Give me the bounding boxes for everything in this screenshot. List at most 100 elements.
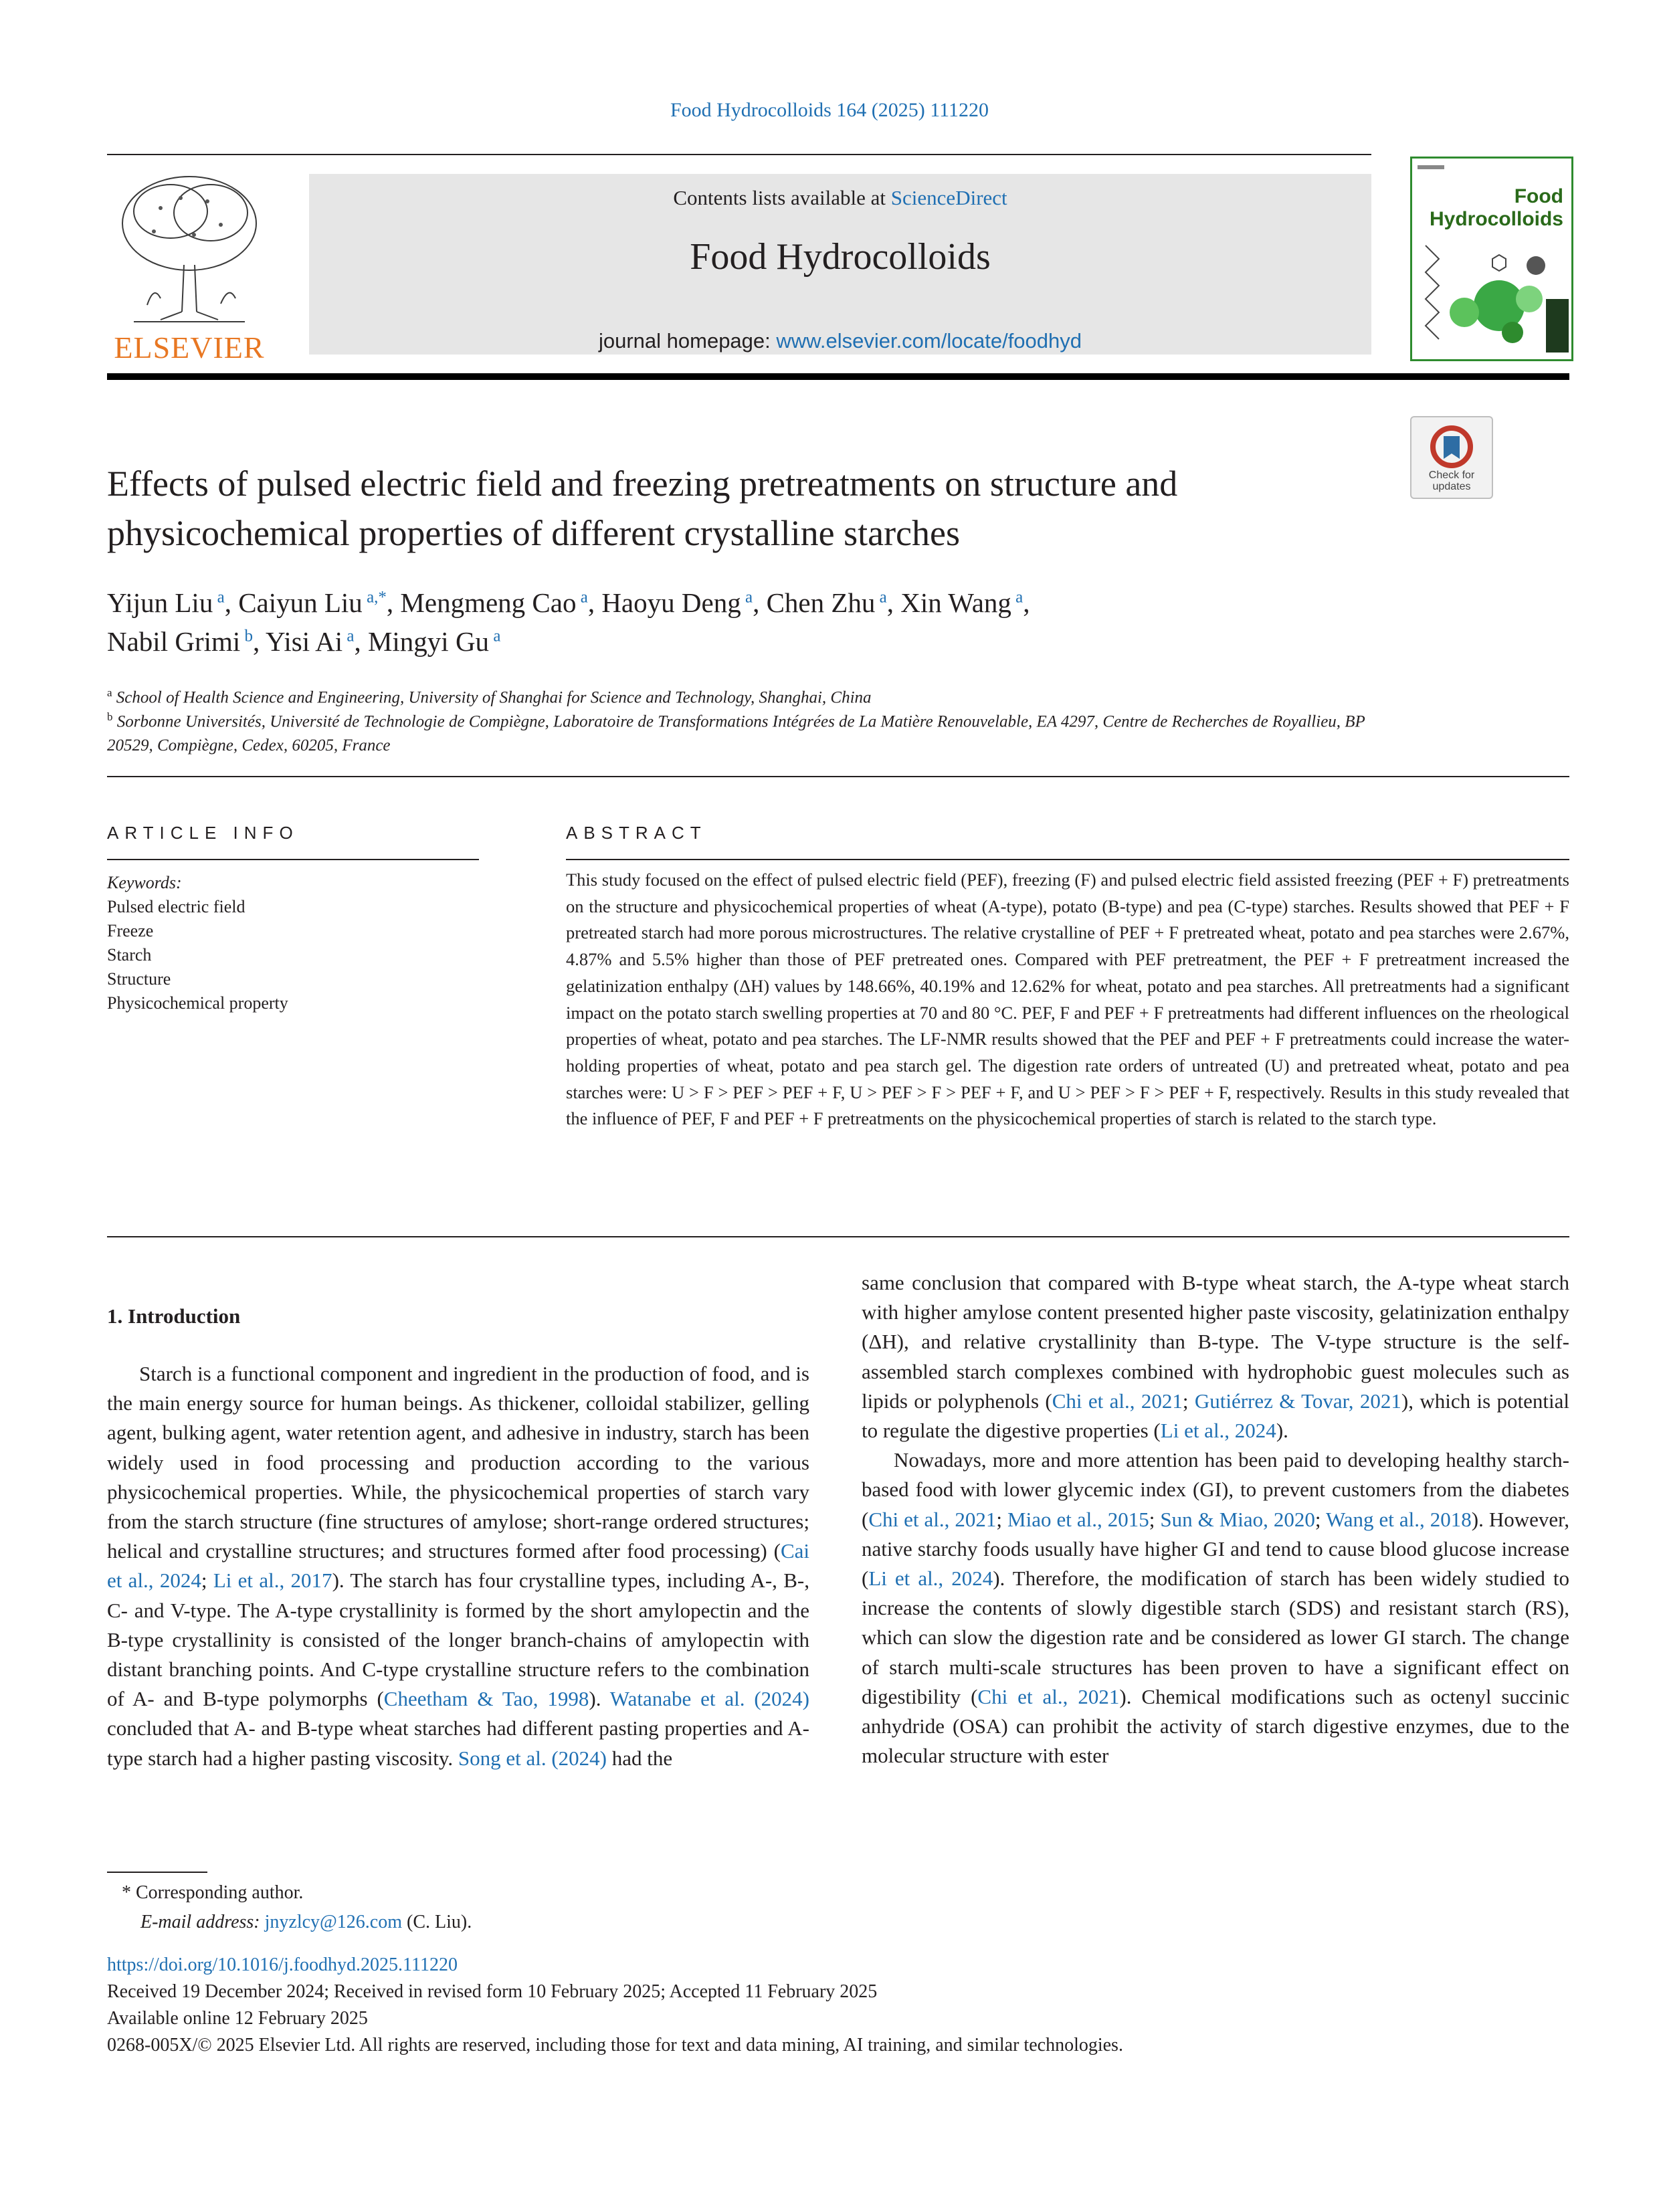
keywords-label: Keywords:	[107, 873, 182, 892]
paragraph-text: ). However, native starchy foods usually…	[862, 1507, 1569, 1591]
paragraph-text: had the	[607, 1746, 673, 1770]
citation-link[interactable]: Li et al., 2024	[1160, 1419, 1276, 1443]
citation-link[interactable]: Song et al. (2024)	[458, 1746, 607, 1770]
author-name[interactable]: Xin Wang	[900, 587, 1011, 618]
elsevier-tree-icon	[122, 176, 257, 322]
paragraph-text: ). The starch has four crystalline types…	[107, 1569, 809, 1711]
footnote-divider	[107, 1872, 207, 1873]
author-name[interactable]: Caiyun Liu	[238, 587, 363, 618]
article-info-divider	[107, 859, 479, 860]
check-updates-line2: updates	[1432, 481, 1471, 492]
email-link[interactable]: jnyzlcy@126.com	[264, 1912, 403, 1932]
abstract-heading: ABSTRACT	[566, 823, 707, 843]
citation-link[interactable]: Chi et al., 2021	[977, 1684, 1120, 1708]
affiliation-mark: a	[107, 686, 112, 699]
author-affiliation-mark[interactable]: a	[879, 588, 887, 607]
author-list: Yijun Liu a, Caiyun Liu a,*, Mengmeng Ca…	[107, 587, 1030, 657]
body-divider	[107, 1236, 1569, 1237]
email-label: E-mail address:	[140, 1912, 260, 1932]
citation-link[interactable]: Sun & Miao, 2020	[1160, 1507, 1315, 1531]
paragraph-text: ;	[201, 1569, 213, 1593]
paragraph-text: Starch is a functional component and ing…	[107, 1362, 809, 1563]
journal-homepage-link[interactable]: www.elsevier.com/locate/foodhyd	[776, 329, 1082, 353]
top-divider	[107, 154, 1371, 155]
author-name[interactable]: Yijun Liu	[107, 587, 213, 618]
author-affiliation-mark[interactable]: a	[217, 588, 225, 607]
keyword-item: Starch	[107, 945, 152, 965]
received-dates: Received 19 December 2024; Received in r…	[107, 1981, 878, 2002]
body-column-left: Starch is a functional component and ing…	[107, 1359, 809, 1773]
elsevier-wordmark: ELSEVIER	[114, 330, 265, 365]
author-affiliation-mark[interactable]: b	[244, 627, 254, 645]
homepage-prefix: journal homepage:	[598, 329, 777, 353]
paragraph-text: ).	[1276, 1419, 1288, 1443]
author-affiliation-mark[interactable]: a	[493, 627, 501, 645]
article-title: Effects of pulsed electric field and fre…	[107, 464, 1178, 553]
paragraph-text: same conclusion that compared with B-typ…	[862, 1271, 1569, 1413]
journal-citation[interactable]: Food Hydrocolloids 164 (2025) 111220	[670, 99, 989, 121]
author-affiliation-mark[interactable]: a	[580, 588, 588, 607]
paragraph-text: ;	[1149, 1507, 1161, 1531]
keyword-item: Structure	[107, 969, 171, 989]
author-affiliation-mark[interactable]: a	[1015, 588, 1023, 607]
author-affiliation-mark[interactable]: a,*	[367, 588, 387, 607]
journal-masthead: Contents lists available at ScienceDirec…	[309, 174, 1371, 355]
check-updates-line1: Check for	[1428, 470, 1475, 481]
cover-title-line2: Hydrocolloids	[1429, 208, 1563, 230]
paragraph-text: ;	[996, 1507, 1008, 1531]
citation-link[interactable]: Li et al., 2024	[868, 1567, 993, 1591]
affiliation-text: Sorbonne Universités, Université de Tech…	[107, 712, 1365, 755]
paragraph-text: ). Chemical modifications such as octeny…	[862, 1684, 1570, 1768]
sciencedirect-link[interactable]: ScienceDirect	[890, 186, 1007, 209]
author-name[interactable]: Chen Zhu	[766, 587, 876, 618]
author-name[interactable]: Yisi Ai	[266, 626, 343, 657]
author-name[interactable]: Mengmeng Cao	[400, 587, 577, 618]
journal-homepage-line: journal homepage: www.elsevier.com/locat…	[309, 329, 1371, 353]
abstract-divider	[566, 859, 1569, 860]
citation-link[interactable]: Cheetham & Tao, 1998	[383, 1687, 589, 1711]
author-affiliation-mark[interactable]: a	[745, 588, 753, 607]
paragraph-text: ). Therefore, the modification of starch…	[862, 1567, 1569, 1708]
masthead-divider	[107, 373, 1569, 380]
affiliation-text: School of Health Science and Engineering…	[116, 688, 872, 707]
citation-link[interactable]: Chi et al., 2021	[1052, 1389, 1183, 1413]
cover-title-line1: Food	[1514, 185, 1563, 207]
affiliation-a: a School of Health Science and Engineeri…	[107, 681, 1378, 710]
paragraph-text: Nowadays, more and more attention has be…	[862, 1448, 1569, 1531]
citation-link[interactable]: Watanabe et al. (2024)	[609, 1687, 809, 1711]
citation-link[interactable]: Li et al., 2017	[213, 1569, 332, 1593]
paragraph-text: concluded that A- and B-type wheat starc…	[107, 1716, 809, 1770]
citation-link[interactable]: Gutiérrez & Tovar, 2021	[1194, 1389, 1401, 1413]
keyword-item: Pulsed electric field	[107, 897, 246, 916]
cover-molecule-icon	[1418, 165, 1569, 353]
paragraph-text: ), which is potential to regulate the di…	[862, 1389, 1569, 1443]
abstract-text: This study focused on the effect of puls…	[566, 870, 1569, 1129]
corresponding-author-footnote: * Corresponding author. E-mail address: …	[107, 1878, 910, 1937]
author-name[interactable]: Mingyi Gu	[367, 626, 490, 657]
elsevier-logo[interactable]: ELSEVIER	[107, 171, 272, 365]
contents-prefix: Contents lists available at	[673, 186, 891, 209]
author-affiliation-mark[interactable]: a	[347, 627, 355, 645]
intro-paragraph-1: Starch is a functional component and ing…	[107, 1359, 809, 1773]
available-online: Available online 12 February 2025	[107, 2008, 368, 2029]
affiliation-divider	[107, 776, 1569, 777]
intro-paragraph-2: Nowadays, more and more attention has be…	[862, 1445, 1569, 1771]
citation-link[interactable]: Cai et al., 2024	[107, 1539, 809, 1593]
author-name[interactable]: Nabil Grimi	[107, 626, 241, 657]
author-name[interactable]: Haoyu Deng	[601, 587, 741, 618]
citation-link[interactable]: Miao et al., 2015	[1007, 1507, 1149, 1531]
email-suffix: (C. Liu).	[407, 1912, 472, 1932]
corresponding-author-note: * Corresponding author.	[122, 1882, 304, 1903]
citation-link[interactable]: Chi et al., 2021	[868, 1507, 997, 1531]
affiliation-b: b Sorbonne Universités, Université de Te…	[107, 705, 1378, 758]
keyword-item: Freeze	[107, 921, 154, 940]
keyword-item: Physicochemical property	[107, 993, 288, 1013]
doi-link[interactable]: https://doi.org/10.1016/j.foodhyd.2025.1…	[107, 1954, 458, 1975]
paragraph-text: ).	[589, 1687, 610, 1711]
body-column-right: same conclusion that compared with B-typ…	[862, 1268, 1569, 1771]
citation-link[interactable]: Wang et al., 2018	[1325, 1507, 1472, 1531]
